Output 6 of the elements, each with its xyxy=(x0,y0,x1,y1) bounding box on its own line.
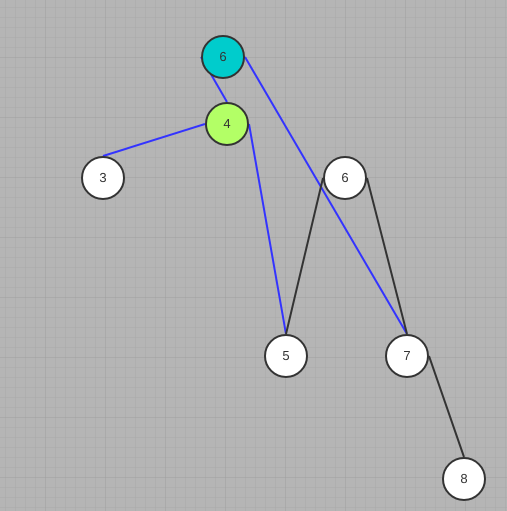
connector-line xyxy=(428,356,465,458)
connector-line xyxy=(366,178,408,334)
connector-line xyxy=(244,56,408,334)
connector-line xyxy=(248,124,287,334)
connector-line xyxy=(102,123,206,157)
connector-line xyxy=(285,178,324,334)
